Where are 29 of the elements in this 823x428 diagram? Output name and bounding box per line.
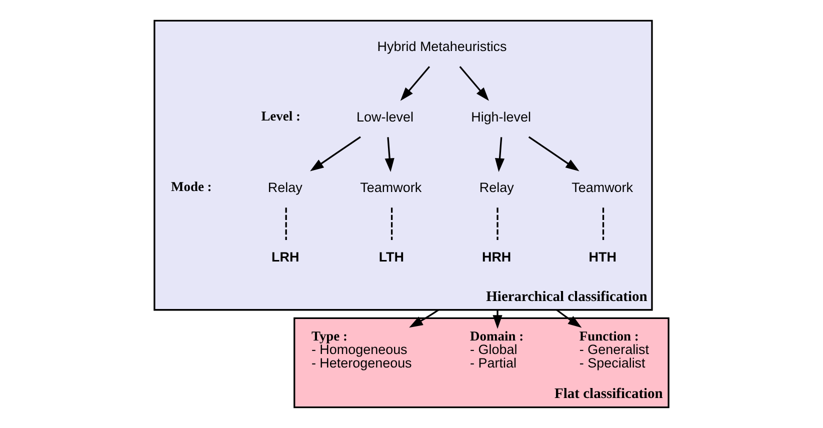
connector <box>602 208 604 240</box>
connector <box>496 208 498 240</box>
arrow <box>409 309 439 328</box>
connector <box>285 208 287 240</box>
node-text: Hybrid Metaheuristics <box>377 39 507 54</box>
arrow <box>384 137 394 172</box>
node-text: LRH <box>272 250 300 265</box>
node-text: Teamwork <box>360 180 422 196</box>
label: Mode : <box>171 179 212 194</box>
node-text: Function : - Generalist - Specialist <box>579 328 650 370</box>
arrow <box>310 136 361 172</box>
node-text: Low-level <box>356 110 414 125</box>
arrow <box>492 310 502 329</box>
arrow <box>459 66 489 101</box>
node-text: HRH <box>482 250 512 265</box>
label: Level : <box>261 108 300 124</box>
node-text: Relay <box>479 180 514 196</box>
node-text: LTH <box>378 250 404 265</box>
node-text: High-level <box>471 110 531 125</box>
node-text: HTH <box>588 250 616 265</box>
node-text: Domain : - Global - Partial <box>470 328 524 370</box>
arrow <box>528 136 580 172</box>
connector <box>390 208 393 240</box>
node-text: Type : - Homogeneous - Heterogeneous <box>311 328 412 370</box>
arrow <box>400 66 430 101</box>
arrow <box>494 137 505 172</box>
node-text: Relay <box>268 180 302 196</box>
arrow <box>556 309 582 328</box>
node-text: Teamwork <box>572 180 634 196</box>
